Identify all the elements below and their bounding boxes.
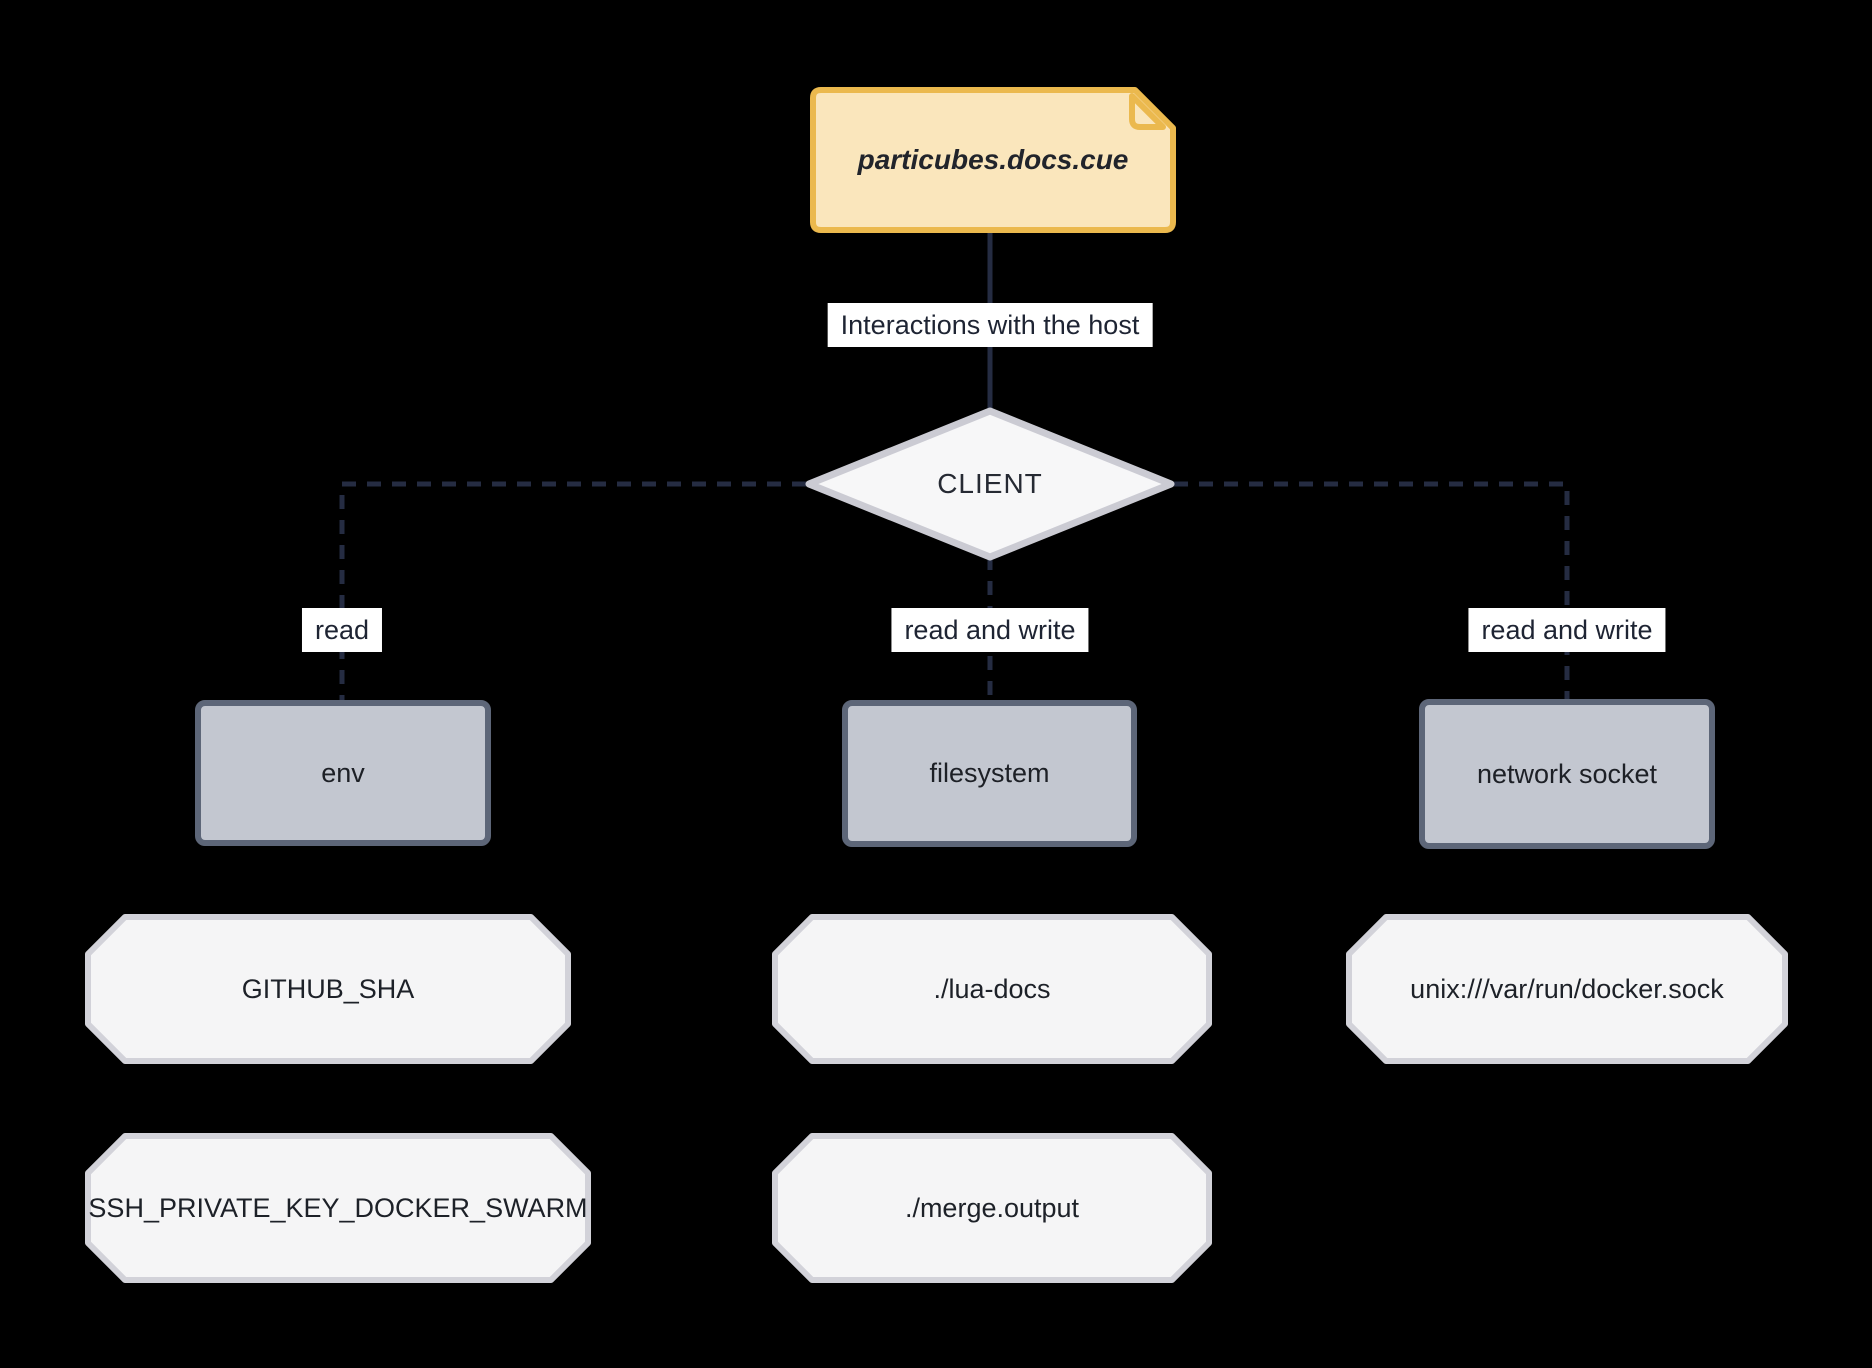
diamond-shape — [805, 407, 1175, 561]
octagon-shape — [85, 914, 571, 1064]
node-env: env — [195, 700, 491, 846]
node-filesystem: filesystem — [842, 700, 1137, 847]
node-env-label: env — [321, 757, 365, 788]
node-ssh-private-key: SSH_PRIVATE_KEY_DOCKER_SWARM — [85, 1133, 591, 1283]
octagon-shape — [1346, 914, 1788, 1064]
node-merge-output: ./merge.output — [772, 1133, 1212, 1283]
node-filesystem-label: filesystem — [929, 758, 1050, 788]
edge-label-read-write-network: read and write — [1468, 608, 1666, 652]
node-docker-sock: unix:///var/run/docker.sock — [1346, 914, 1788, 1064]
edge-label-read-write-filesystem: read and write — [891, 608, 1089, 652]
node-network-socket: network socket — [1419, 699, 1715, 849]
node-docker-sock-label: unix:///var/run/docker.sock — [1410, 973, 1724, 1004]
node-network-socket-label: network socket — [1476, 758, 1658, 789]
folded-corner — [1129, 93, 1166, 130]
edge-label-read: read — [301, 608, 383, 652]
node-github-sha: GITHUB_SHA — [85, 914, 571, 1064]
edge-client-to-env — [339, 481, 806, 700]
node-particubes-docs-cue: particubes.docs.cue — [810, 87, 1176, 233]
node-github-sha-label: GITHUB_SHA — [241, 973, 415, 1004]
node-client: CLIENT — [804, 406, 1176, 562]
octagon-shape — [772, 1133, 1212, 1283]
node-lua-docs: ./lua-docs — [772, 914, 1212, 1064]
edge-client-to-network-socket — [1174, 481, 1570, 699]
edge-label-interactions: Interactions with the host — [827, 303, 1153, 347]
node-lua-docs-label: ./lua-docs — [933, 973, 1051, 1004]
octagon-shape — [772, 914, 1212, 1064]
decision-label: CLIENT — [937, 468, 1043, 499]
note-shape — [810, 87, 1176, 233]
note-label: particubes.docs.cue — [857, 144, 1129, 175]
node-ssh-private-key-label: SSH_PRIVATE_KEY_DOCKER_SWARM — [88, 1192, 588, 1223]
octagon-shape — [85, 1133, 591, 1283]
node-merge-output-label: ./merge.output — [904, 1192, 1080, 1223]
